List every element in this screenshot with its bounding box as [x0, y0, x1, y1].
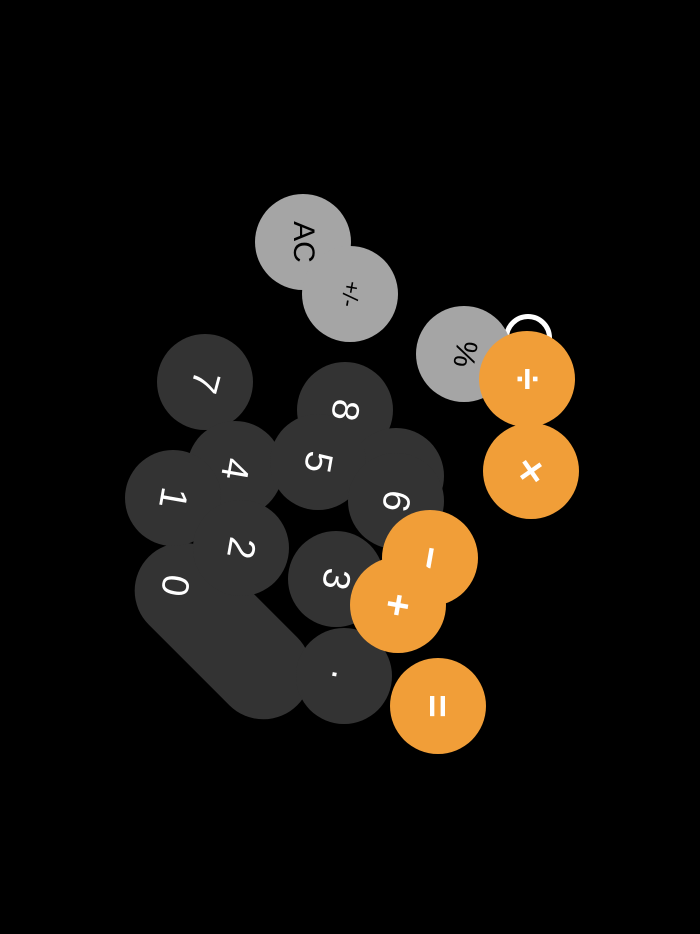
key-multiply-label: × [507, 455, 555, 487]
key-one-label: 1 [150, 483, 196, 513]
key-equals-label: = [415, 694, 460, 718]
key-decimal-label: . [322, 667, 366, 685]
key-plus-label: + [374, 589, 422, 621]
key-seven-label: 7 [181, 366, 229, 398]
key-plus-minus-label: +/- [335, 278, 366, 310]
key-percent-label: % [445, 338, 484, 371]
key-three-label: 3 [313, 564, 359, 594]
key-plus[interactable]: + [350, 557, 446, 653]
key-zero-label: 0 [154, 571, 200, 600]
key-four-label: 4 [212, 454, 258, 484]
key-seven[interactable]: 7 [157, 334, 253, 430]
key-two-label: 2 [218, 533, 264, 563]
key-divide[interactable]: ÷ [479, 331, 575, 427]
key-plus-minus[interactable]: +/- [302, 246, 398, 342]
key-two[interactable]: 2 [193, 500, 289, 596]
key-five-label: 5 [295, 447, 341, 477]
key-divide-label: ÷ [504, 368, 549, 390]
key-equals[interactable]: = [390, 658, 486, 754]
key-multiply[interactable]: × [483, 423, 579, 519]
key-ac-label: AC [287, 221, 320, 263]
key-six-label: 6 [373, 486, 419, 516]
